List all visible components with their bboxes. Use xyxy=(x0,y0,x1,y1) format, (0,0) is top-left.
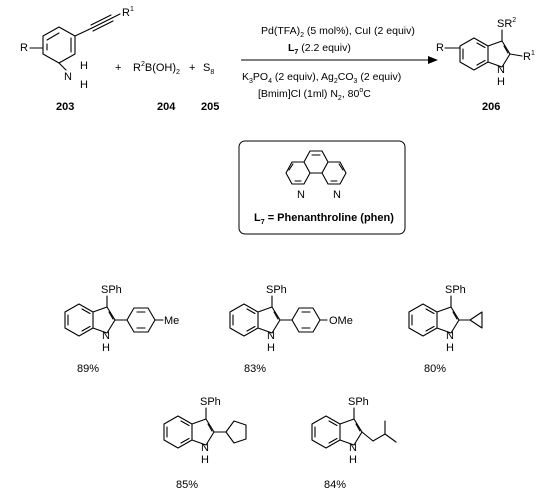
ligand-box: N N L7 = Phenanthroline (phen) xyxy=(238,140,406,235)
indole-n: N xyxy=(267,330,275,342)
condition-ligand: L7 (2.2 equiv) xyxy=(288,42,351,56)
yield-label: 83% xyxy=(244,363,266,375)
yield-label: 85% xyxy=(176,479,198,491)
product-r1: R1 xyxy=(523,50,535,63)
product-206: R SR2 R1 N H 206 xyxy=(436,17,535,113)
amine-h-bottom: H xyxy=(80,79,88,91)
amine-n: N xyxy=(64,71,72,83)
amine-h-top: H xyxy=(80,60,88,72)
yield-label: 84% xyxy=(324,479,346,491)
product-r-substituent: R xyxy=(436,42,444,54)
compound-number-204: 204 xyxy=(157,101,176,113)
indole-n: N xyxy=(102,330,110,342)
r-substituent: R xyxy=(20,42,28,54)
sph-label: SPh xyxy=(200,396,221,408)
compound-number-206: 206 xyxy=(482,101,500,113)
yield-label: 89% xyxy=(77,363,99,375)
ligand-label: L7 = Phenanthroline (phen) xyxy=(254,212,394,226)
plus-sign-1: + xyxy=(115,62,121,74)
indole-n: N xyxy=(446,330,454,342)
product-n: N xyxy=(497,64,505,76)
methoxy-label: OMe xyxy=(329,315,353,327)
condition-bases: K3PO4 (2 equiv), Ag2CO3 (2 equiv) xyxy=(242,71,401,85)
condition-catalyst: Pd(TFA)2 (5 mol%), CuI (2 equiv) xyxy=(261,25,415,39)
indole-h: H xyxy=(446,342,454,354)
boronic-acid-formula: R2B(OH)2 xyxy=(133,61,180,76)
compound-number-205: 205 xyxy=(201,101,219,113)
indole-h: H xyxy=(267,342,275,354)
reactant-203: R R1 N H H 203 xyxy=(20,6,134,113)
product-sr2: SR2 xyxy=(497,17,516,30)
example-cyclopropyl: SPh N H 80% xyxy=(408,284,483,375)
indole-n: N xyxy=(349,442,357,454)
phen-nitrogen-right: N xyxy=(333,189,341,201)
example-cyclopentyl: SPh N H 85% xyxy=(163,396,247,491)
indole-h: H xyxy=(201,454,209,466)
condition-solvent: [Bmim]Cl (1ml) N2, 80oC xyxy=(258,87,371,102)
ligand-box-frame xyxy=(238,140,406,235)
sph-label: SPh xyxy=(348,396,369,408)
example-isobutyl: SPh N H 84% xyxy=(311,396,397,491)
sph-label: SPh xyxy=(101,284,122,296)
phen-nitrogen-left: N xyxy=(297,189,305,201)
compound-number-203: 203 xyxy=(56,101,74,113)
r1-substituent: R1 xyxy=(122,6,134,19)
sph-label: SPh xyxy=(445,284,466,296)
product-h: H xyxy=(497,76,505,88)
example-p-tolyl: SPh Me N H 89% xyxy=(64,284,179,375)
plus-sign-2: + xyxy=(189,62,195,74)
reaction-conditions: Pd(TFA)2 (5 mol%), CuI (2 equiv) L7 (2.2… xyxy=(241,25,438,102)
indole-h: H xyxy=(349,454,357,466)
sph-label: SPh xyxy=(266,284,287,296)
yield-label: 80% xyxy=(424,363,446,375)
indole-n: N xyxy=(201,442,209,454)
example-p-anisyl: SPh OMe N H 83% xyxy=(229,284,353,375)
methyl-label: Me xyxy=(164,315,179,327)
indole-h: H xyxy=(102,342,110,354)
sulfur-formula: S8 xyxy=(203,62,214,76)
